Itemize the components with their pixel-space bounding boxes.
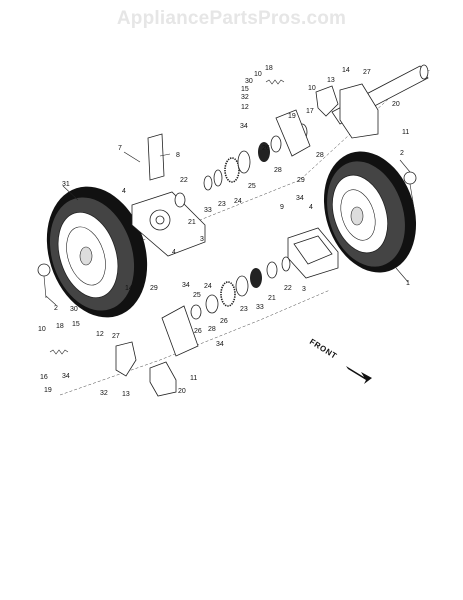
part-number-label: 24	[204, 283, 212, 290]
part-number-label: 10	[254, 71, 262, 78]
part-number-label: 18	[56, 323, 64, 330]
part-number-label: 26	[194, 328, 202, 335]
part-number-label: 2	[400, 150, 404, 157]
axle-centerline-lower	[59, 289, 331, 396]
part-number-label: 1	[406, 280, 410, 287]
part-number-label: 27	[363, 69, 371, 76]
part-number-label: 14	[342, 67, 350, 74]
front-direction-indicator: FRONT	[308, 337, 372, 384]
lower-gear-stack	[190, 256, 291, 320]
part-number-label: 17	[306, 108, 314, 115]
bracket-8	[147, 133, 165, 181]
right-wheel	[323, 151, 417, 273]
part-number-label: 22	[180, 177, 188, 184]
part-number-label: 11	[402, 129, 409, 136]
spring-lower	[49, 349, 69, 355]
part-number-label: 3	[302, 286, 306, 293]
part-number-label: 32	[241, 94, 249, 101]
part-number-label: 13	[327, 77, 335, 84]
part-number-label: 13	[122, 391, 130, 398]
part-number-label: 14	[125, 285, 133, 292]
lever-13-upper	[315, 85, 339, 117]
part-number-label: 34	[296, 195, 304, 202]
bracket-20-upper	[339, 83, 379, 139]
part-number-label: 22	[284, 285, 292, 292]
part-number-label: 11	[190, 375, 197, 382]
part-number-label: 9	[280, 204, 284, 211]
lever-13-lower	[115, 341, 137, 377]
part-number-label: 33	[256, 304, 264, 311]
part-number-label: 20	[392, 101, 400, 108]
part-number-label: 4	[122, 188, 126, 195]
leader-lines	[45, 151, 411, 306]
part-number-label: 33	[204, 207, 212, 214]
part-number-label: 34	[216, 341, 224, 348]
part-number-label: 24	[234, 198, 242, 205]
part-number-label: 29	[297, 177, 305, 184]
gear-housing-lower	[287, 227, 339, 279]
left-wheel	[46, 186, 148, 318]
part-number-label: 29	[150, 285, 158, 292]
part-number-label: 26	[220, 318, 228, 325]
part-number-label: 19	[44, 387, 52, 394]
part-number-label: 21	[268, 295, 276, 302]
part-number-label: 23	[218, 201, 226, 208]
bracket-20-lower	[149, 361, 177, 397]
part-number-label: 31	[62, 181, 70, 188]
plate-lower	[161, 305, 199, 357]
part-number-label: 16	[40, 374, 48, 381]
front-arrow-icon	[346, 366, 372, 384]
part-number-label: 15	[72, 321, 80, 328]
part-number-label: 15	[241, 86, 249, 93]
front-label: FRONT	[308, 337, 339, 361]
part-number-label: 10	[38, 326, 46, 333]
part-number-label: 12	[241, 104, 249, 111]
plate-upper	[275, 109, 311, 157]
part-number-label: 34	[182, 282, 190, 289]
spring-hook-right	[403, 171, 417, 209]
part-number-label: 28	[274, 167, 282, 174]
part-number-label: 34	[240, 123, 248, 130]
part-number-label: 4	[172, 249, 176, 256]
gear-housing-upper	[131, 191, 206, 257]
part-number-label: 28	[316, 152, 324, 159]
part-number-label: 7	[118, 145, 122, 152]
part-number-label: 32	[100, 390, 108, 397]
part-number-label: 25	[193, 292, 201, 299]
watermark: AppliancePartsPros.com	[116, 8, 347, 29]
part-number-label: 20	[178, 388, 186, 395]
part-number-label: 30	[245, 78, 253, 85]
part-number-label: 21	[188, 219, 196, 226]
part-number-label: 28	[208, 326, 216, 333]
spring-hook-left	[37, 263, 51, 299]
spring-upper	[265, 79, 285, 85]
part-number-label: 34	[62, 373, 70, 380]
part-number-label: 25	[248, 183, 256, 190]
part-number-label: 27	[112, 333, 120, 340]
part-number-label: 10	[308, 85, 316, 92]
part-number-label: 4	[309, 204, 313, 211]
part-number-label: 26	[262, 145, 270, 152]
part-number-label: 12	[96, 331, 104, 338]
part-number-label: 19	[288, 113, 296, 120]
part-number-label: 18	[265, 65, 273, 72]
part-number-label: 2	[54, 305, 58, 312]
part-number-label: 23	[240, 306, 248, 313]
part-number-label: 30	[70, 306, 78, 313]
part-number-label: 3	[200, 236, 204, 243]
part-number-label: 8	[176, 152, 180, 159]
